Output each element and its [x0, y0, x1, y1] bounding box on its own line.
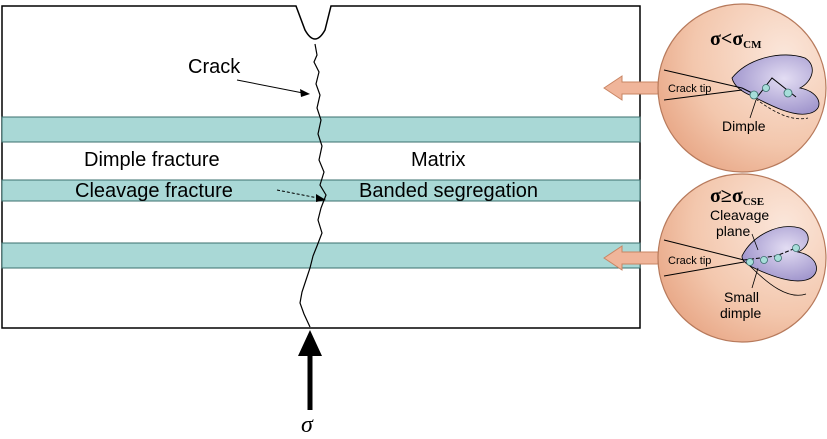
crack-label: Crack: [188, 56, 241, 78]
cleavage-fracture-label: Cleavage fracture: [75, 180, 233, 202]
svg-text:σ≥σCSE: σ≥σCSE: [710, 185, 764, 208]
inset-top-crack-tip: Crack tip: [668, 83, 711, 95]
cleavage-leader: [276, 189, 319, 199]
banded-segregation-label: Banded segregation: [359, 180, 538, 202]
sigma-label: σ: [301, 412, 314, 438]
inset-bottom-cleavage-line2: plane: [716, 223, 750, 239]
matrix-label: Matrix: [411, 149, 465, 171]
inset-top: σ<σCM Crack tip Dimple: [657, 3, 827, 173]
inset-top-title: σ<σ: [710, 28, 743, 50]
segregation-band-3: [1, 242, 641, 269]
inset-top-title-sub: CM: [743, 39, 762, 51]
dimple-fracture-label: Dimple fracture: [84, 149, 220, 171]
inset-bottom-small-line2: dimple: [720, 305, 761, 321]
cleavage-leader-arrowhead: [316, 194, 326, 202]
inset-bottom-crack-tip: Crack tip: [668, 255, 711, 267]
inset-bottom-title: σ≥σ: [710, 185, 743, 207]
crack-leader: [236, 79, 304, 94]
svg-text:σ<σCM: σ<σCM: [710, 28, 762, 51]
inset-bottom-small-line1: Small: [724, 289, 759, 305]
inset-bottom-cleavage-line1: Cleavage: [710, 207, 769, 223]
inset-top-dimple: Dimple: [722, 118, 766, 134]
inset-bottom-title-sub: CSE: [743, 196, 764, 208]
crack-leader-arrowhead: [300, 89, 310, 97]
stress-arrow-head: [298, 330, 322, 356]
crack-path: [299, 43, 327, 328]
inset-bottom: σ≥σCSE Cleavage plane Crack tip Small di…: [657, 173, 827, 343]
